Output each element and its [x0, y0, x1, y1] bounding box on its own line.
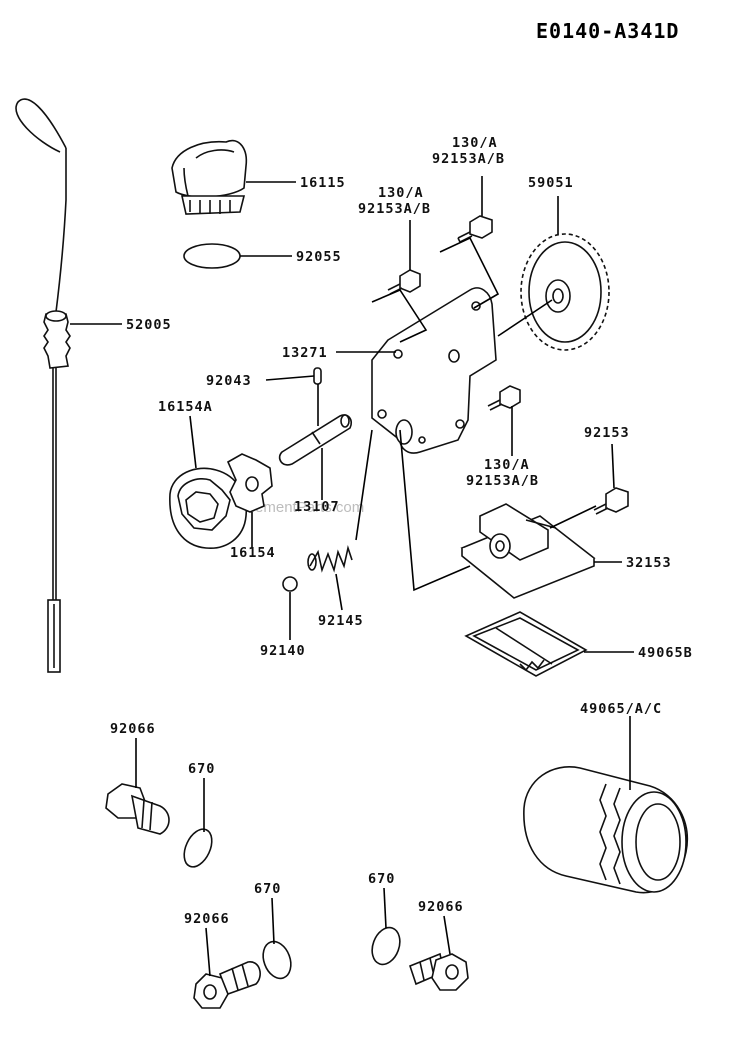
drain-plug-92066-c	[409, 952, 469, 991]
label-92055: 92055	[296, 249, 342, 265]
drain-plug-92066-a	[105, 783, 170, 835]
label-130a-1: 130/A	[452, 135, 498, 151]
drain-plug-92066-b	[193, 961, 261, 1009]
label-92153: 92153	[584, 425, 630, 441]
inner-rotor-16154	[226, 453, 273, 513]
screen-49065b	[464, 611, 588, 677]
label-670-2: 670	[254, 881, 281, 897]
label-13107: 13107	[294, 499, 340, 515]
label-59051: 59051	[528, 175, 574, 191]
gasket-670-b	[262, 940, 292, 980]
diagram-code: E0140-A341D	[536, 19, 679, 43]
shaft-13107	[278, 414, 353, 466]
label-92066-3: 92066	[418, 899, 464, 915]
pump-cover-13271	[371, 287, 497, 454]
label-13271: 13271	[282, 345, 328, 361]
label-92153ab-3: 92153A/B	[466, 473, 539, 489]
label-670-3: 670	[368, 871, 395, 887]
o-ring-92055	[183, 243, 241, 269]
label-92153ab-2: 92153A/B	[358, 201, 431, 217]
pin-92043	[313, 367, 322, 385]
label-16154: 16154	[230, 545, 276, 561]
label-49065b: 49065B	[638, 645, 693, 661]
label-32153: 32153	[626, 555, 672, 571]
bolt-middle	[387, 269, 421, 295]
ball-92140	[282, 576, 298, 592]
label-49065ac: 49065/A/C	[580, 701, 662, 717]
leader-lines	[70, 176, 634, 977]
label-92140: 92140	[260, 643, 306, 659]
label-92043: 92043	[206, 373, 252, 389]
bolt-upper	[457, 215, 493, 243]
bolt-lower	[487, 385, 521, 411]
dipstick-52005	[15, 98, 71, 673]
oil-pickup-32153	[460, 503, 596, 599]
label-52005: 52005	[126, 317, 172, 333]
label-16115: 16115	[300, 175, 346, 191]
gear-59051	[520, 233, 610, 351]
bolt-92153	[593, 487, 629, 515]
outer-rotor-16154a	[169, 467, 248, 549]
label-16154a: 16154A	[158, 399, 213, 415]
gasket-670-a	[183, 828, 213, 868]
oil-filter-49065	[523, 766, 688, 894]
label-130a-3: 130/A	[484, 457, 530, 473]
oil-cap-16115	[171, 139, 248, 215]
label-670-1: 670	[188, 761, 215, 777]
label-92153ab-1: 92153A/B	[432, 151, 505, 167]
label-92066-2: 92066	[184, 911, 230, 927]
gasket-670-c	[371, 926, 401, 966]
label-130a-2: 130/A	[378, 185, 424, 201]
label-92145: 92145	[318, 613, 364, 629]
part-labels: 16115 92055 52005 130/A 92153A/B 130/A 9…	[110, 135, 693, 927]
label-92066-1: 92066	[110, 721, 156, 737]
spring-92145	[307, 545, 353, 573]
